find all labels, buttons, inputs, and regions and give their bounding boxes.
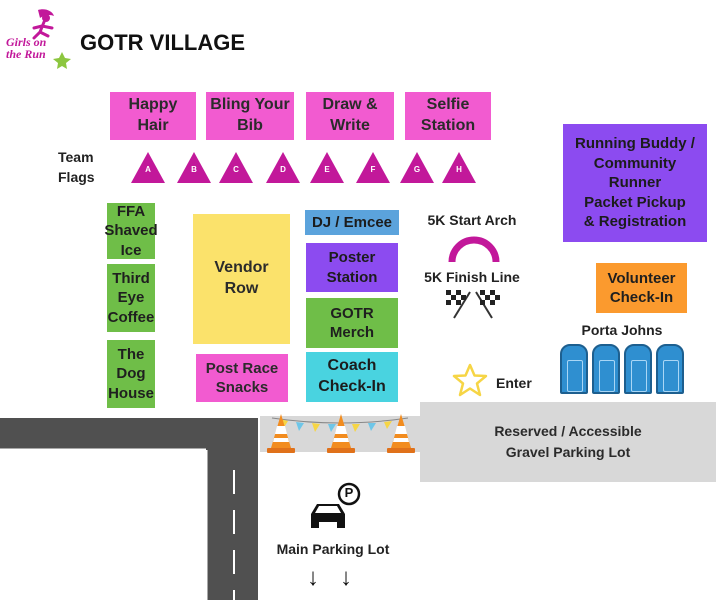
booth-happy-hair: Happy Hair [110, 92, 196, 140]
team-flags-label: Team Flags [58, 149, 95, 185]
gotr-logo: Girls on the Run [4, 6, 74, 72]
team-flag-a: A [131, 152, 165, 183]
booth-bling-your-bib: Bling Your Bib [206, 92, 294, 140]
booth-draw-write: Draw & Write [306, 92, 394, 140]
booth-dog-house: The Dog House [107, 340, 155, 408]
reserved-gravel-parking-lot: Reserved / Accessible Gravel Parking Lot [420, 402, 716, 482]
start-arch-label: 5K Start Arch [427, 212, 517, 228]
traffic-cone-icon [387, 414, 415, 453]
main-parking-lot-label: Main Parking Lot [276, 541, 390, 557]
porta-johns-label: Porta Johns [581, 322, 663, 338]
booth-running-buddy-registration: Running Buddy / Community Runner Packet … [563, 124, 707, 242]
finish-line-label: 5K Finish Line [424, 269, 520, 285]
logo-text: Girls on the Run [6, 35, 47, 61]
booth-gotr-merch: GOTR Merch [306, 298, 398, 348]
team-flag-f: F [356, 152, 390, 183]
booth-volunteer-checkin: Volunteer Check-In [596, 263, 687, 313]
porta-john-icon [656, 344, 684, 394]
team-flag-g: G [400, 152, 434, 183]
team-flag-letter: A [145, 165, 151, 174]
running-girl-icon [32, 9, 71, 69]
booth-dj-emcee: DJ / Emcee [305, 210, 399, 235]
team-flag-letter: B [191, 165, 197, 174]
page-title: GOTR VILLAGE [80, 30, 245, 55]
car-parking-icon [311, 482, 361, 528]
booth-selfie-station: Selfie Station [405, 92, 491, 140]
team-flag-d: D [266, 152, 300, 183]
booth-poster-station: Poster Station [306, 243, 398, 292]
team-flag-letter: E [324, 165, 330, 174]
down-arrow-icon: ↓ [340, 564, 352, 591]
star-icon [452, 363, 488, 397]
team-flag-letter: H [456, 165, 462, 174]
traffic-cone-icon [327, 414, 355, 453]
booth-ffa-shaved-ice: FFA Shaved Ice [104, 202, 158, 259]
checkered-flags-icon [446, 290, 500, 319]
team-flag-letter: G [413, 165, 421, 174]
traffic-cone-icon [267, 414, 295, 453]
porta-john-icon [624, 344, 652, 394]
porta-john-icon [560, 344, 588, 394]
vendor-row-area: Vendor Row [193, 214, 290, 344]
enter-label: Enter [496, 375, 532, 391]
start-arch-icon [448, 236, 500, 263]
team-flag-h: H [442, 152, 476, 183]
booth-post-race-snacks: Post Race Snacks [196, 354, 288, 402]
team-flag-letter: D [280, 165, 286, 174]
booth-coach-checkin: Coach Check-In [306, 352, 398, 402]
porta-john-icon [592, 344, 620, 394]
team-flag-letter: C [233, 165, 239, 174]
parking-p-letter: P [344, 485, 354, 500]
booth-third-eye-coffee: Third Eye Coffee [107, 264, 155, 332]
team-flag-e: E [310, 152, 344, 183]
team-flag-b: B [177, 152, 211, 183]
team-flag-letter: F [370, 165, 376, 174]
team-flag-c: C [219, 152, 253, 183]
road [0, 418, 258, 600]
down-arrow-icon: ↓ [307, 564, 319, 591]
